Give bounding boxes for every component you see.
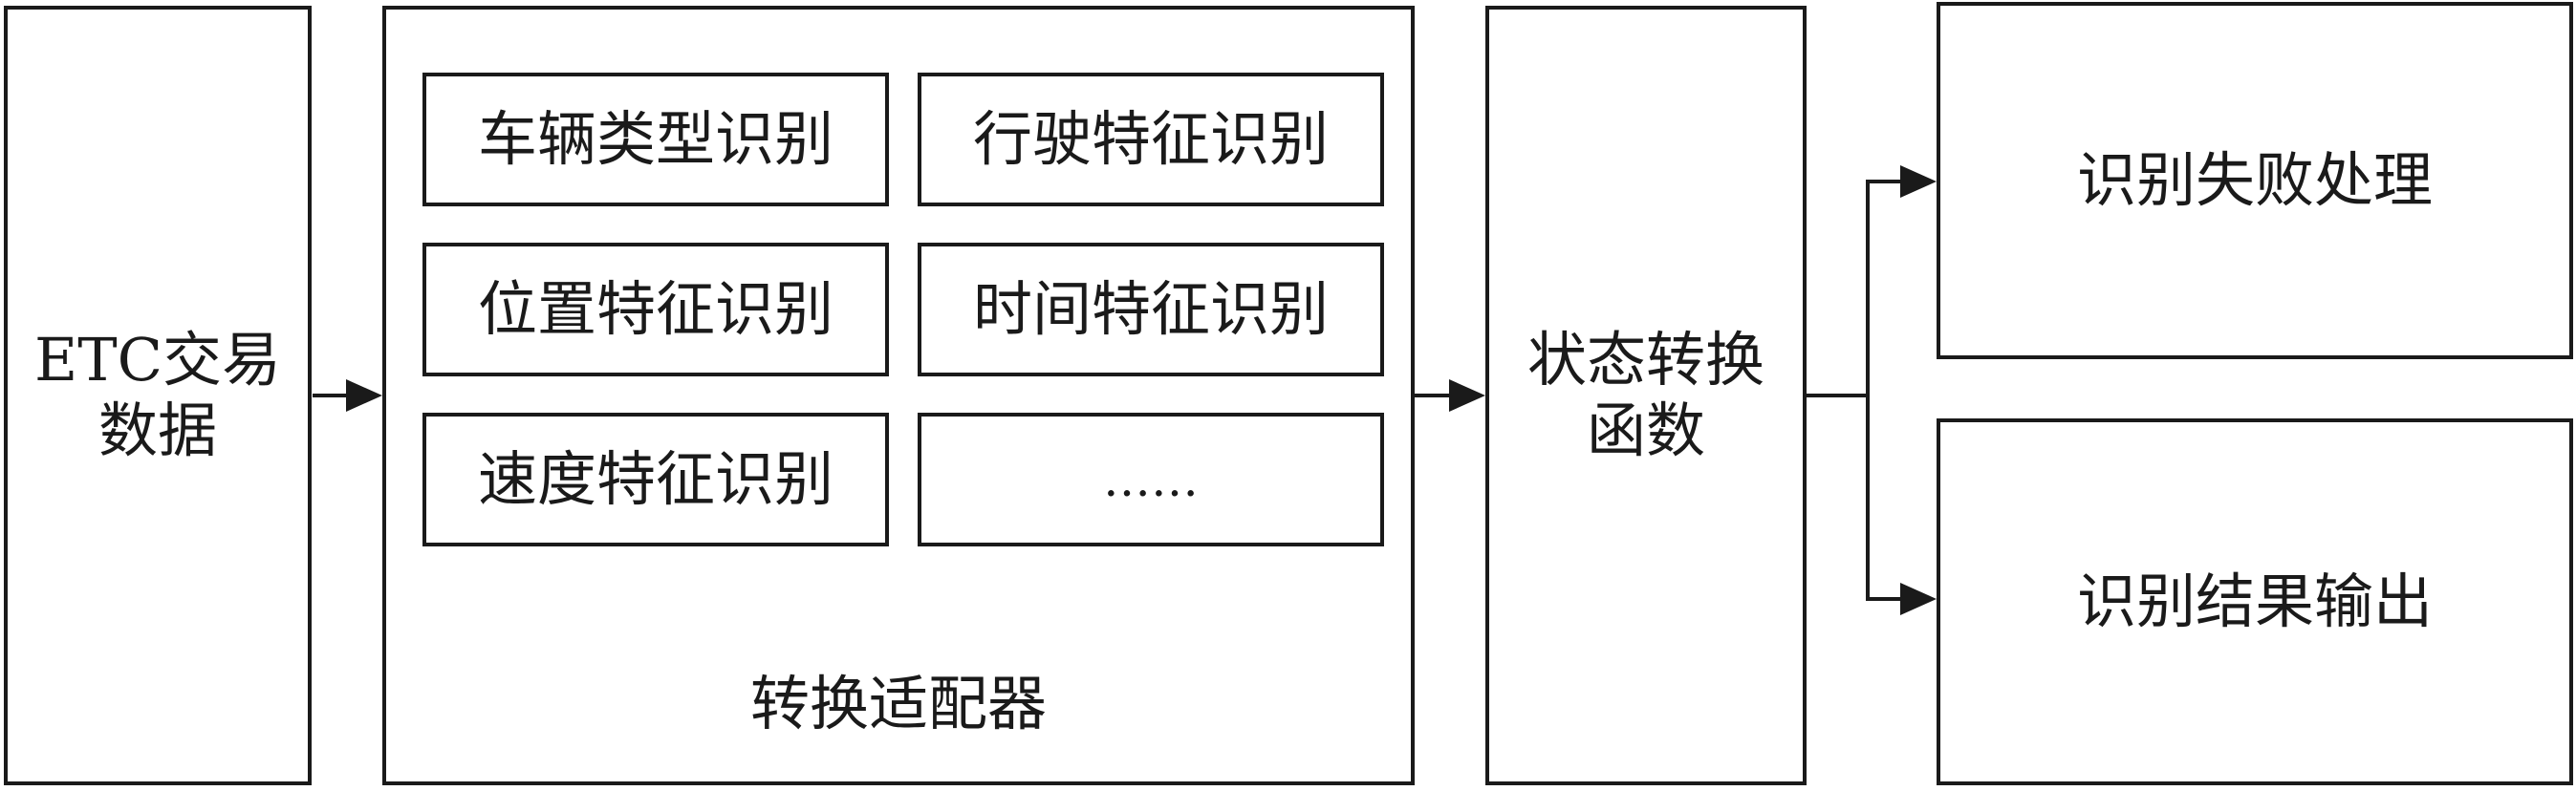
input-box: ETC交易 数据 [4, 6, 312, 785]
state-function-box: 状态转换 函数 [1485, 6, 1807, 785]
feature-label: 行驶特征识别 [972, 103, 1329, 174]
branch-line-lower [1866, 396, 1904, 601]
result-output-box: 识别结果输出 [1937, 418, 2573, 785]
adapter-title: 转换适配器 [749, 669, 1047, 738]
feature-label: 时间特征识别 [972, 273, 1329, 344]
feature-more: …… [918, 413, 1384, 546]
arrowhead-failure [1900, 165, 1937, 198]
feature-speed: 速度特征识别 [422, 413, 889, 546]
feature-label: 速度特征识别 [477, 443, 833, 514]
input-label-line1: ETC交易 [33, 324, 282, 395]
adapter-box: 车辆类型识别 行驶特征识别 位置特征识别 时间特征识别 速度特征识别 …… 转换… [382, 6, 1415, 785]
feature-time: 时间特征识别 [918, 243, 1384, 376]
feature-vehicle-type: 车辆类型识别 [422, 73, 889, 206]
branch-line [1807, 180, 1904, 397]
arrowhead-result [1900, 583, 1937, 615]
feature-driving: 行驶特征识别 [918, 73, 1384, 206]
feature-position: 位置特征识别 [422, 243, 889, 376]
state-label-line2: 函数 [1586, 396, 1705, 465]
feature-label: …… [1103, 452, 1199, 507]
result-label: 识别结果输出 [2076, 566, 2433, 636]
failure-handling-box: 识别失败处理 [1937, 2, 2573, 359]
state-label-line1: 状态转换 [1526, 324, 1764, 395]
feature-label: 位置特征识别 [477, 273, 833, 344]
arrowhead-state [1449, 379, 1485, 412]
failure-label: 识别失败处理 [2076, 144, 2433, 215]
arrowhead-adapter [346, 379, 382, 412]
feature-label: 车辆类型识别 [477, 103, 833, 174]
input-label-line2: 数据 [97, 396, 217, 465]
